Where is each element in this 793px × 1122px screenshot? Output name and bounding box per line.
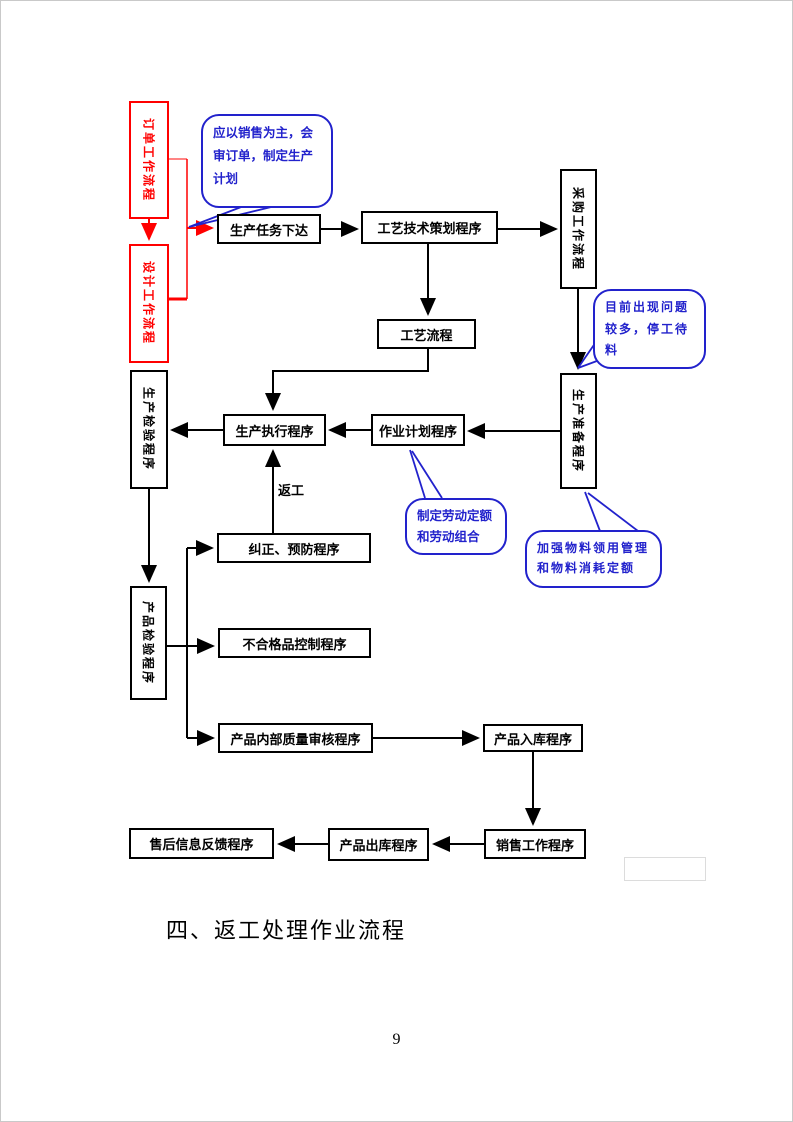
flow-node-process-flow: 工艺流程 bbox=[377, 319, 476, 349]
flow-node-order-workflow: 订单工作流程 bbox=[129, 101, 169, 219]
flow-node-correction-prevention: 纠正、预防程序 bbox=[217, 533, 371, 563]
flow-node-production-execution: 生产执行程序 bbox=[223, 414, 326, 446]
flow-node-product-outbound: 产品出库程序 bbox=[328, 828, 429, 861]
callout-labor-note: 制定劳动定额和劳动组合 bbox=[405, 498, 507, 555]
flow-node-internal-audit: 产品内部质量审核程序 bbox=[218, 723, 373, 753]
flow-node-production-prep: 生产准备程序 bbox=[560, 373, 597, 489]
flow-node-after-sales-feedback: 售后信息反馈程序 bbox=[129, 828, 274, 859]
flow-node-operation-plan: 作业计划程序 bbox=[371, 414, 465, 446]
page-number: 9 bbox=[392, 1031, 401, 1048]
empty-text-box bbox=[624, 857, 706, 881]
section-heading: 四、返工处理作业流程 bbox=[166, 918, 407, 943]
flow-node-design-workflow: 设计工作流程 bbox=[129, 244, 169, 363]
flow-node-product-inspection: 产品检验程序 bbox=[130, 586, 167, 700]
callout-issues-note: 目前出现问题较多，停工待料 bbox=[593, 289, 706, 369]
flow-node-procurement: 采购工作流程 bbox=[560, 169, 597, 289]
black-flow-lines bbox=[141, 221, 586, 852]
flow-node-warehousing: 产品入库程序 bbox=[483, 724, 583, 752]
flow-node-process-planning: 工艺技术策划程序 bbox=[361, 211, 498, 244]
flow-node-nonconforming-control: 不合格品控制程序 bbox=[218, 628, 371, 658]
callout-sales-note: 应以销售为主，会审订单，制定生产计划 bbox=[201, 114, 333, 208]
callout-material-note: 加强物料领用管理和物料消耗定额 bbox=[525, 530, 662, 588]
red-flow-lines bbox=[141, 158, 214, 301]
flow-node-production-inspection: 生产检验程序 bbox=[130, 370, 168, 489]
flow-node-sales-work: 销售工作程序 bbox=[484, 829, 586, 859]
flow-node-production-task: 生产任务下达 bbox=[217, 214, 321, 244]
rework-edge-label: 返工 bbox=[278, 483, 305, 498]
